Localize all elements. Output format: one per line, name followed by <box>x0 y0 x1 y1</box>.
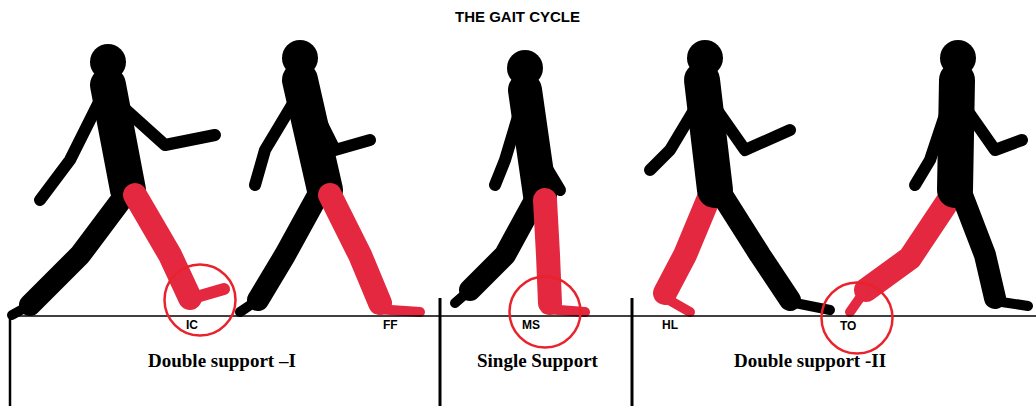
phase-label: Double support -II <box>734 350 886 372</box>
circle-outline <box>163 263 237 337</box>
event-label: IC <box>186 318 198 332</box>
phase-divider <box>439 298 442 406</box>
event-label: TO <box>840 319 856 333</box>
event-label: FF <box>383 318 398 332</box>
phase-circle: TO <box>820 281 894 355</box>
diagram-title: THE GAIT CYCLE <box>455 8 580 25</box>
circle-outline <box>508 275 582 349</box>
phase-circle: MS <box>508 275 582 349</box>
event-label: HL <box>662 318 678 332</box>
phase-circle: IC <box>163 263 237 337</box>
walker-figure <box>240 40 420 312</box>
ground-line <box>10 315 1036 317</box>
phase-divider <box>631 298 634 406</box>
walker-figure <box>12 44 224 315</box>
phase-label: Single Support <box>477 350 598 372</box>
walker-figure <box>455 50 585 312</box>
walker-figure <box>850 40 1028 312</box>
circle-outline <box>820 281 894 355</box>
phase-label: Double support –I <box>148 350 296 372</box>
event-label: MS <box>522 318 540 332</box>
walker-figure <box>650 40 830 312</box>
phase-divider <box>9 312 12 406</box>
